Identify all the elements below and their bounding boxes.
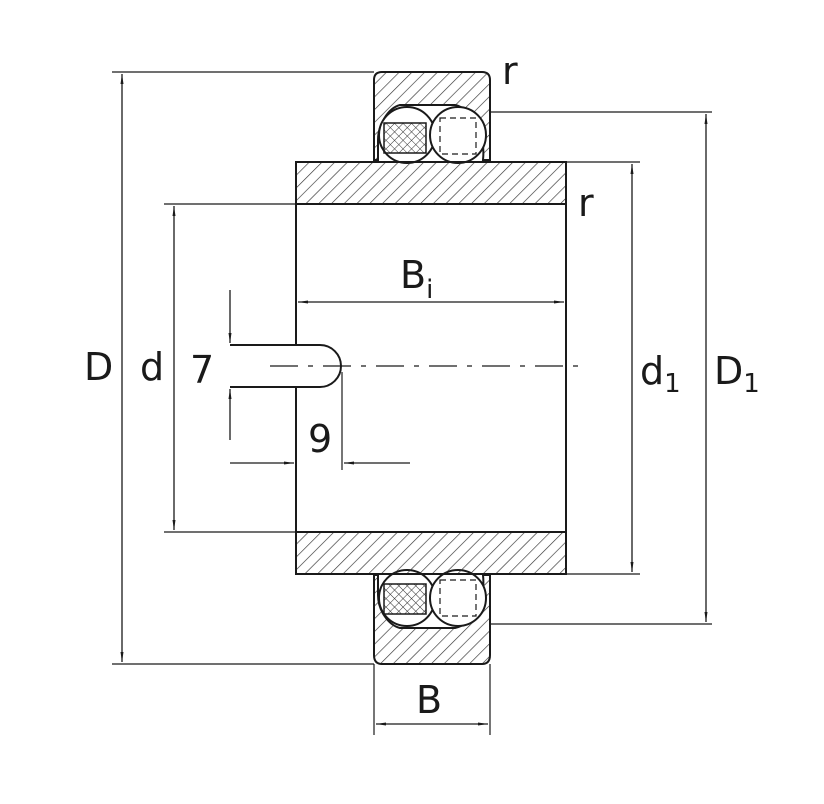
label-slot-width: 7 — [190, 348, 214, 392]
label-Bi: Bi — [400, 253, 433, 305]
label-d: d — [140, 345, 164, 389]
roller-ball-top — [429, 106, 487, 164]
label-B: B — [416, 678, 442, 722]
label-d1-sub: 1 — [664, 369, 681, 399]
label-D1: D1 — [714, 349, 760, 399]
inner-ring-top-section — [295, 161, 567, 205]
roller-seal-top — [378, 106, 436, 164]
label-Bi-main: B — [400, 253, 426, 297]
label-r-right: r — [578, 181, 594, 225]
label-r-top: r — [502, 49, 518, 93]
inner-ring-bottom-section — [295, 531, 567, 575]
label-d1-main: d — [640, 349, 664, 393]
extension-lines — [112, 71, 712, 735]
label-D1-sub: 1 — [743, 369, 760, 399]
label-D: D — [84, 345, 113, 389]
label-d1: d1 — [640, 349, 681, 399]
label-Bi-sub: i — [426, 275, 433, 305]
roller-seal-bottom — [378, 569, 436, 627]
roller-ball-bottom — [429, 569, 487, 627]
label-slot-depth: 9 — [308, 417, 332, 461]
label-D1-main: D — [714, 349, 743, 393]
